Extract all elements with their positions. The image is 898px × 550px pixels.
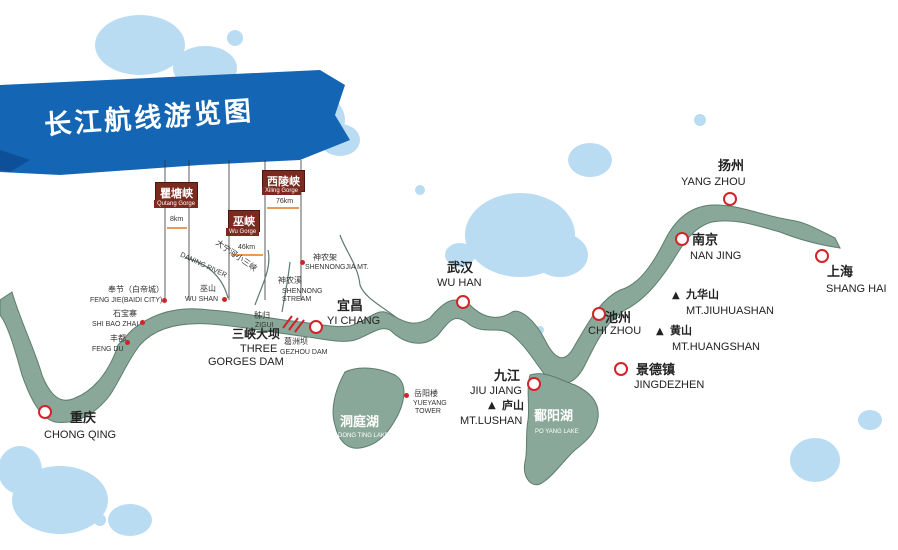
fengjie-marker — [162, 298, 167, 303]
poyang-lake-shape — [523, 373, 599, 486]
shennongjia-en: SHENNONGJIA MT. — [305, 264, 369, 271]
shennongstream-en1: SHENNONG — [282, 288, 323, 295]
zigui-en: ZIGUI — [255, 322, 274, 329]
jiuhua-mountain-icon: ▲ — [672, 290, 680, 301]
gorge-wu-en: Wu Gorge — [226, 228, 260, 236]
gorge-qutang-dist: 8km — [170, 216, 184, 223]
dongting-lake-shape — [332, 367, 405, 449]
shibaozhai-marker — [140, 320, 145, 325]
huangshan-cn: 黄山 — [670, 324, 692, 337]
fengjie-en: FENG JIE(BAIDI CITY) — [90, 297, 163, 304]
jiujiang-cn: 九江 — [494, 369, 521, 384]
yangzhou-marker — [723, 192, 737, 206]
yangzhou-en: YANG ZHOU — [681, 176, 746, 188]
dam-en2: GORGES DAM — [208, 356, 284, 368]
chongqing-cn: 重庆 — [70, 411, 97, 426]
huangshan-mountain-icon: ▲ — [656, 326, 664, 337]
shibaozhai-en: SHI BAO ZHAI — [92, 321, 139, 328]
dam-cn: 三峡大坝 — [232, 327, 281, 341]
poyang-cn: 鄱阳湖 — [534, 409, 574, 424]
gorge-wu-dist: 46km — [238, 244, 256, 251]
lushan-cn: 庐山 — [502, 399, 524, 412]
wushan-cn: 巫山 — [200, 284, 216, 293]
chongqing-marker — [38, 405, 52, 419]
jingdezhen-en: JINGDEZHEN — [634, 379, 705, 391]
gezhoudam-en: GEZHOU DAM — [280, 349, 328, 356]
shanghai-marker — [815, 249, 829, 263]
huangshan-en: MT.HUANGSHAN — [672, 341, 761, 353]
shanghai-cn: 上海 — [827, 265, 854, 280]
yueyang-en2: TOWER — [415, 408, 441, 415]
nanjing-cn: 南京 — [692, 233, 719, 248]
dongting-cn: 洞庭湖 — [340, 415, 380, 430]
jiujiang-marker — [527, 377, 541, 391]
chizhou-marker — [592, 307, 606, 321]
jiujiang-en: JIU JIANG — [470, 385, 522, 397]
jiuhua-cn: 九华山 — [686, 288, 719, 301]
jiuhua-en: MT.JIUHUASHAN — [686, 305, 775, 317]
nanjing-en: NAN JING — [690, 250, 742, 262]
shennongjia-cn: 神农架 — [313, 253, 337, 262]
fengjie-cn: 奉节（白帝城） — [108, 285, 164, 294]
wushan-en: WU SHAN — [185, 296, 219, 303]
nanjing-marker — [675, 232, 689, 246]
yichang-en: YI CHANG — [327, 315, 381, 327]
gorge-qutang-label: 瞿塘峡 — [155, 182, 198, 204]
shennongjia-marker — [300, 260, 305, 265]
poyang-en: PO YANG LAKE — [535, 429, 579, 435]
yueyang-cn: 岳阳楼 — [414, 389, 438, 398]
yichang-marker — [309, 320, 323, 334]
shennongstream-cn: 神农溪 — [278, 276, 302, 285]
yangtze-river — [0, 204, 841, 486]
yueyang-en1: YUEYANG — [413, 400, 447, 407]
tributaries — [184, 234, 406, 326]
chizhou-cn: 池州 — [605, 311, 632, 326]
gorge-xiling-dist: 76km — [276, 198, 294, 205]
chongqing-en: CHONG QING — [44, 429, 117, 441]
gorge-qutang-en: Qutang Gorge — [154, 200, 199, 208]
gezhoudam-cn: 葛洲坝 — [284, 337, 308, 346]
chizhou-en: CHI ZHOU — [588, 325, 642, 337]
shibaozhai-cn: 石宝寨 — [113, 309, 137, 318]
fengdu-cn: 丰都 — [110, 334, 126, 343]
lushan-mountain-icon: ▲ — [488, 400, 496, 411]
dongting-en: DONG TING LAKE — [338, 433, 389, 439]
jingdezhen-cn: 景德镇 — [636, 363, 676, 378]
wushan-marker — [222, 297, 227, 302]
jingdezhen-marker — [614, 362, 628, 376]
wuhan-cn: 武汉 — [447, 261, 474, 276]
fengdu-marker — [125, 340, 130, 345]
yueyang-marker — [404, 393, 409, 398]
wuhan-en: WU HAN — [437, 277, 482, 289]
lushan-en: MT.LUSHAN — [460, 415, 523, 427]
yangzhou-cn: 扬州 — [718, 159, 745, 174]
title-banner — [0, 70, 350, 175]
gorge-xiling-en: Xiling Gorge — [262, 187, 302, 195]
zigui-cn: 秭归 — [254, 311, 270, 320]
wuhan-marker — [456, 295, 470, 309]
shennongstream-en2: STREAM — [282, 296, 312, 303]
yichang-cn: 宜昌 — [337, 299, 364, 314]
gorge-xiling-label: 西陵峡 — [262, 170, 305, 192]
dam-en1: THREE — [240, 343, 278, 355]
shanghai-en: SHANG HAI — [826, 283, 887, 295]
fengdu-en: FENG DU — [92, 346, 124, 353]
dam-marker — [282, 315, 305, 333]
